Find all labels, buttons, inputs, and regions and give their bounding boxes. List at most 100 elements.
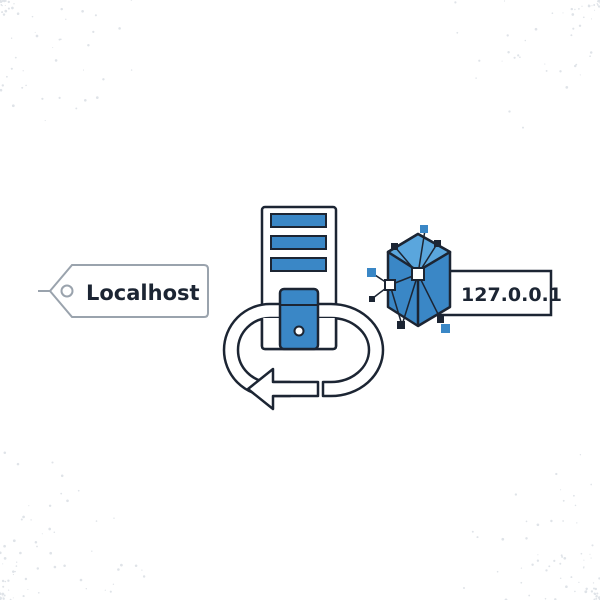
- server-panel: [278, 287, 320, 351]
- speckle-dot: [587, 4, 591, 8]
- network-node: [437, 316, 444, 323]
- speckle-dot: [2, 0, 6, 3]
- speckle-dot: [592, 582, 595, 584]
- speckle-dot: [22, 70, 24, 72]
- speckle-dot: [592, 587, 596, 590]
- speckle-dot: [576, 522, 578, 524]
- speckle-dot: [550, 519, 553, 523]
- speckle-dot: [142, 575, 146, 578]
- speckle-dot: [3, 557, 7, 560]
- speckle-dot: [10, 67, 13, 70]
- network-node: [397, 321, 405, 329]
- tag-label: Localhost: [86, 281, 200, 305]
- speckle-dot: [559, 577, 562, 580]
- speckle-dot: [591, 5, 593, 7]
- speckle-dot: [561, 555, 564, 558]
- power-button-icon: [293, 325, 305, 337]
- speckle-dot: [2, 596, 4, 598]
- network-node: [420, 225, 428, 233]
- speckle-dot: [544, 63, 546, 65]
- speckle-dot: [75, 107, 78, 110]
- speckle-dot: [58, 96, 61, 99]
- speckle-dot: [559, 70, 562, 73]
- speckle-dot: [3, 544, 6, 548]
- speckle-dot: [117, 568, 120, 571]
- speckle-dot: [91, 550, 93, 552]
- speckle-dot: [585, 587, 588, 591]
- speckle-dot: [130, 0, 133, 1]
- speckle-dot: [2, 597, 5, 600]
- speckle-dot: [15, 565, 18, 567]
- speckle-dot: [507, 50, 510, 54]
- speckle-dot: [41, 97, 44, 100]
- speckle-dot: [7, 579, 10, 582]
- speckle-dot: [475, 77, 477, 79]
- speckle-dot: [0, 596, 2, 599]
- speckle-dot: [1, 0, 4, 2]
- speckle-dot: [0, 592, 2, 595]
- speckle-dot: [496, 570, 499, 573]
- speckle-dot: [3, 594, 6, 597]
- speckle-dot: [525, 520, 528, 523]
- speckle-dot: [1, 11, 4, 14]
- speckle-dot: [102, 78, 105, 81]
- speckle-dot: [63, 564, 66, 567]
- speckle-dot: [570, 7, 573, 11]
- speckle-dot: [514, 493, 518, 496]
- speckle-dot: [545, 69, 548, 72]
- speckle-dot: [589, 55, 591, 58]
- speckle-dot: [537, 554, 539, 556]
- speckle-dot: [44, 120, 46, 122]
- speckle-dot: [13, 3, 15, 5]
- speckle-dot: [520, 581, 523, 584]
- speckle-dot: [595, 597, 598, 600]
- speckle-dot: [14, 56, 17, 59]
- speckle-dot: [77, 489, 80, 492]
- speckle-dot: [595, 595, 598, 598]
- speckle-dot: [82, 69, 85, 71]
- network-node-center: [411, 267, 425, 281]
- speckle-dot: [22, 595, 25, 598]
- speckle-dot: [548, 565, 551, 568]
- speckle-dot: [560, 489, 562, 491]
- speckle-dot: [536, 523, 540, 527]
- speckle-dot: [559, 562, 562, 565]
- speckle-dot: [16, 12, 20, 15]
- speckle-dot: [87, 44, 90, 47]
- speckle-dot: [575, 63, 578, 66]
- speckle-dot: [4, 580, 7, 583]
- speckle-dot: [12, 597, 14, 599]
- speckle-dot: [14, 570, 16, 573]
- speckle-dot: [134, 564, 138, 567]
- speckle-dot: [30, 519, 32, 521]
- speckle-dot: [591, 544, 594, 547]
- speckle-dot: [578, 581, 580, 584]
- speckle-dot: [60, 492, 63, 495]
- speckle-dot: [596, 3, 598, 5]
- speckle-dot: [5, 0, 7, 2]
- speckle-dot: [590, 557, 592, 559]
- speckle-dot: [594, 593, 597, 596]
- speckle-dot: [2, 563, 4, 565]
- network-node-left: [384, 279, 396, 291]
- speckle-dot: [120, 563, 123, 567]
- speckle-dot: [501, 537, 505, 541]
- speckle-dot: [582, 16, 585, 19]
- speckle-dot: [565, 585, 568, 589]
- speckle-dot: [574, 504, 577, 507]
- speckle-dot: [118, 27, 121, 30]
- speckle-dot: [109, 590, 112, 593]
- speckle-dot: [574, 590, 576, 593]
- speckle-dot: [503, 0, 506, 2]
- speckle-dot: [25, 84, 27, 87]
- network-node: [391, 243, 398, 250]
- speckle-dot: [92, 30, 95, 34]
- speckle-dot: [506, 34, 509, 37]
- speckle-dot: [31, 15, 34, 18]
- speckle-dot: [524, 39, 527, 42]
- speckle-dot: [95, 520, 98, 522]
- speckle-dot: [572, 27, 575, 30]
- speckle-dot: [545, 569, 548, 572]
